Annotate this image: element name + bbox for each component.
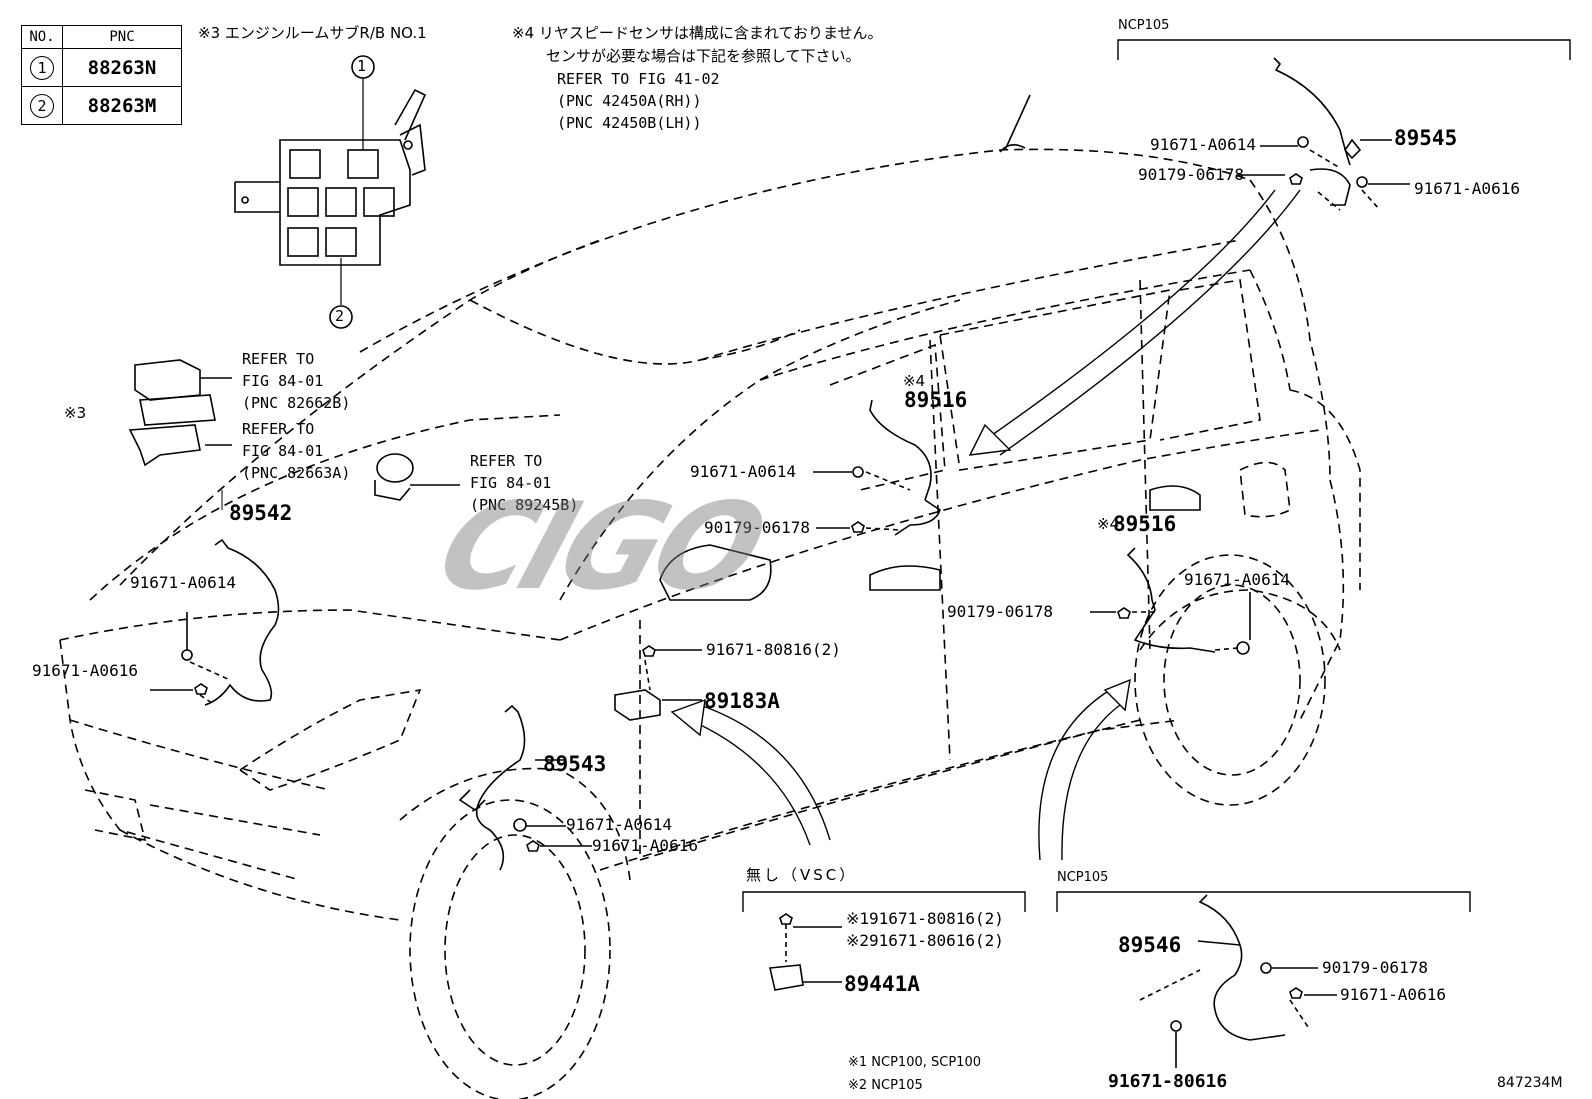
sensor-89546-drawing (1139, 894, 1337, 1068)
sensor-89543-drawing (458, 704, 592, 871)
part-91671-A0614-top: 91671-A0614 (1150, 135, 1256, 154)
watermark: CIGO (422, 478, 777, 617)
relay-block-drawing (234, 55, 427, 329)
ecu-89183A-drawing (614, 645, 702, 721)
yaw-sensor-drawing (374, 453, 460, 501)
part-89183A: 89183A (704, 689, 780, 713)
ncp105-bottom-bracket (1056, 891, 1471, 912)
part-91671-80816-2: 91671-80816(2) (706, 640, 841, 659)
note-4-line2: センサが必要な場合は下記を参照して下さい。 (546, 47, 861, 65)
rear-wheel (1134, 554, 1326, 806)
antenna (999, 94, 1031, 153)
callout-3-label: ※3 (64, 404, 87, 422)
pnc-header-pnc: PNC (62, 25, 182, 49)
refer-2-line3: (PNC 82663A) (242, 464, 351, 482)
part-91671-A0614-rear: 91671-A0614 (1184, 570, 1290, 589)
note-4-line1: ※4 リヤスピードセンサは構成に含まれておりません。 (512, 24, 883, 42)
ncp105-bottom-label: NCP105 (1057, 870, 1109, 885)
no-vsc-label: 無し（VSC） (746, 866, 858, 884)
pnc-table: NO. PNC 1 88263N 2 88263M (21, 25, 182, 125)
side-mirror (659, 544, 772, 601)
refer-3-line3: (PNC 89245B) (470, 496, 579, 514)
footnote-1: ※1 NCP100, SCP100 (848, 1055, 981, 1070)
pointer-arrows (670, 189, 1301, 861)
part-91671-A0616-bot: 91671-A0616 (1340, 985, 1446, 1004)
pnc-header-no: NO. (21, 25, 63, 49)
note-4-line5: (PNC 42450B(LH)) (557, 114, 702, 132)
footnote-2: ※2 NCP105 (848, 1078, 923, 1093)
relay-box-3-drawing (128, 359, 232, 467)
note-4-line4: (PNC 42450A(RH)) (557, 92, 702, 110)
part-89542: 89542 (229, 501, 293, 525)
callout-2-label: 2 (335, 307, 345, 325)
part-89543: 89543 (543, 752, 607, 776)
part-91671-A0614-left: 91671-A0614 (130, 573, 236, 592)
front-wheel (409, 799, 611, 1099)
pnc-row-value: 88263M (62, 86, 182, 125)
part-91671-A0614-mid: 91671-A0614 (690, 462, 796, 481)
part-89516-rear: 89516 (1113, 512, 1177, 536)
part-89546: 89546 (1118, 933, 1182, 957)
pnc-row-no: 1 (21, 48, 63, 87)
refer-2-line2: FIG 84-01 (242, 442, 324, 460)
part-91671-A0616-top: 91671-A0616 (1414, 179, 1520, 198)
callout-4a-label: ※4 (903, 372, 926, 390)
part-91671-A0616-front: 91671-A0616 (592, 836, 698, 855)
sensor-89516-front-drawing (813, 399, 941, 536)
part-90179-06178-rear: 90179-06178 (947, 602, 1053, 621)
sensor-89542-drawing (150, 538, 280, 706)
part-89441A: 89441A (844, 972, 920, 996)
part-91671-80616-bot: 91671-80616 (1108, 1071, 1228, 1092)
part-vsc-bolt-1: ※191671-80816(2) (846, 909, 1004, 928)
part-90179-06178-mid: 90179-06178 (704, 518, 810, 537)
pnc-row-value: 88263N (62, 48, 182, 87)
part-90179-06178-top: 90179-06178 (1138, 165, 1244, 184)
pnc-row-no: 2 (21, 86, 63, 125)
refer-1-line1: REFER TO (242, 350, 315, 368)
note-3-engine-room: ※3 エンジンルームサブR/B NO.1 (198, 24, 427, 42)
note-4-line3: REFER TO FIG 41-02 (557, 70, 720, 88)
refer-2-line1: REFER TO (242, 420, 315, 438)
ncp105-top-label: NCP105 (1118, 18, 1170, 33)
bracket-89441A-drawing (769, 913, 842, 991)
part-89545: 89545 (1394, 126, 1458, 150)
sensor-89516-rear-drawing (1090, 547, 1251, 655)
sensor-89545-drawing (1238, 57, 1410, 211)
callout-4b-label: ※4 (1097, 515, 1120, 533)
part-vsc-bolt-2: ※291671-80616(2) (846, 931, 1004, 950)
ncp105-top-bracket (1117, 39, 1571, 60)
part-91671-A0616-left: 91671-A0616 (32, 661, 138, 680)
refer-1-line3: (PNC 82662B) (242, 394, 351, 412)
refer-1-line2: FIG 84-01 (242, 372, 324, 390)
callout-1-label: 1 (357, 57, 367, 75)
refer-3-line1: REFER TO (470, 452, 543, 470)
part-89516-front: 89516 (904, 388, 968, 412)
drawing-id: 847234M (1497, 1075, 1563, 1091)
no-vsc-bracket (742, 891, 1026, 912)
part-91671-A0614-front: 91671-A0614 (566, 815, 672, 834)
part-90179-06178-bot: 90179-06178 (1322, 958, 1428, 977)
refer-3-line2: FIG 84-01 (470, 474, 552, 492)
